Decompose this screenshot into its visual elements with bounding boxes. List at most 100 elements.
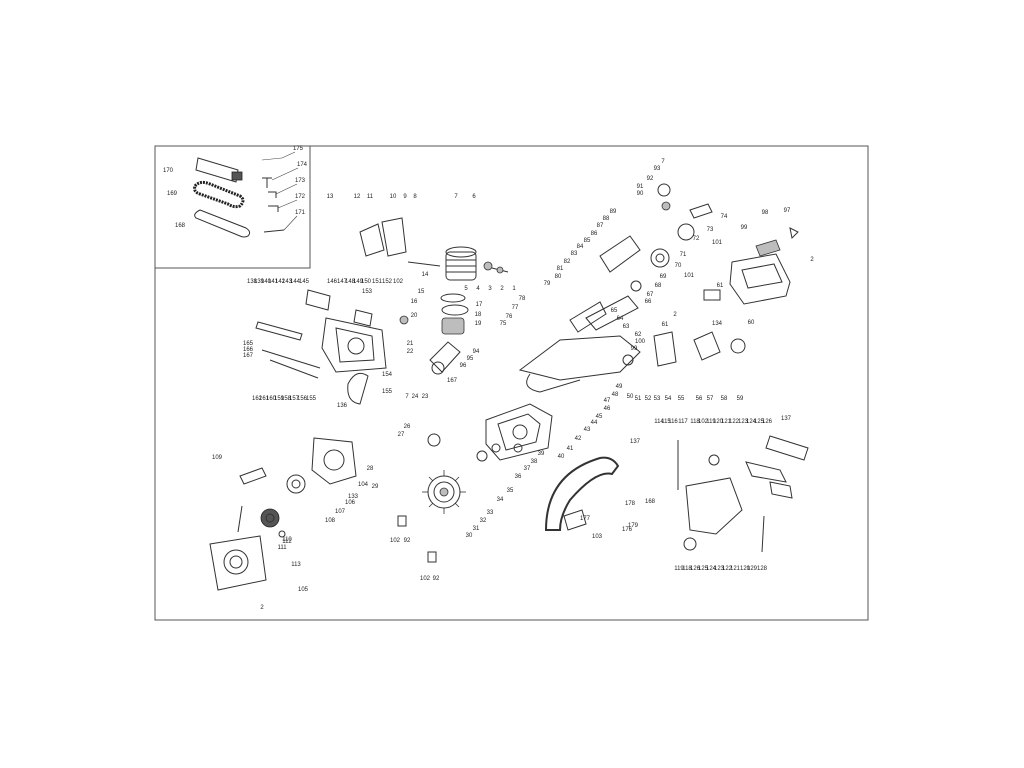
part-label: 111 bbox=[277, 545, 287, 551]
part-label: 82 bbox=[564, 259, 571, 265]
part-label: 99 bbox=[631, 346, 638, 352]
part-label: 174 bbox=[297, 162, 308, 168]
part-label: 140 bbox=[261, 279, 272, 285]
part-label: 175 bbox=[293, 146, 304, 152]
part-label: 101 bbox=[684, 273, 695, 279]
part-label: 136 bbox=[337, 403, 348, 409]
part-label: 69 bbox=[660, 274, 667, 280]
front-handle bbox=[544, 456, 620, 531]
part-label: 126 bbox=[690, 566, 701, 572]
part-label: 64 bbox=[617, 316, 624, 322]
part-label: 9 bbox=[403, 194, 407, 200]
part-label: 44 bbox=[591, 420, 598, 426]
part-label: 1 bbox=[512, 286, 516, 292]
part-label: 114 bbox=[654, 419, 664, 425]
part-label: 21 bbox=[407, 341, 414, 347]
part-label: 92 bbox=[647, 176, 654, 182]
part-label: 109 bbox=[212, 455, 223, 461]
clutch-group bbox=[397, 433, 523, 563]
part-label: 96 bbox=[460, 363, 467, 369]
fan-housing bbox=[311, 437, 357, 485]
part-label: 61 bbox=[717, 283, 724, 289]
part-label: 10 bbox=[390, 194, 397, 200]
part-label: 32 bbox=[480, 518, 487, 524]
part-label: 2 bbox=[810, 257, 814, 263]
part-label: 88 bbox=[603, 216, 610, 222]
part-label: 68 bbox=[655, 283, 662, 289]
part-label: 120 bbox=[740, 566, 751, 572]
part-label: 35 bbox=[507, 488, 514, 494]
part-label: 169 bbox=[167, 191, 178, 197]
part-label: 118 bbox=[690, 419, 700, 425]
part-label: 15 bbox=[418, 289, 425, 295]
part-label: 47 bbox=[604, 398, 611, 404]
part-label: 112 bbox=[282, 539, 292, 545]
part-label: 43 bbox=[584, 427, 591, 433]
clutch-drum bbox=[422, 470, 466, 514]
part-label: 80 bbox=[555, 274, 562, 280]
part-label: 29 bbox=[372, 484, 379, 490]
part-label: 147 bbox=[337, 279, 348, 285]
part-label: 92 bbox=[404, 538, 411, 544]
part-label: 17 bbox=[476, 302, 483, 308]
inset-accessories bbox=[193, 151, 299, 238]
part-label: 100 bbox=[635, 339, 646, 345]
part-label: 148 bbox=[345, 279, 356, 285]
part-label: 2 bbox=[260, 605, 264, 611]
part-label: 16 bbox=[411, 299, 418, 305]
part-label: 26 bbox=[404, 424, 411, 430]
part-label: 172 bbox=[295, 194, 306, 200]
part-label: 2 bbox=[673, 312, 677, 318]
part-label: 158 bbox=[281, 396, 292, 402]
part-label: 101 bbox=[712, 240, 723, 246]
part-label: 94 bbox=[473, 349, 480, 355]
part-label: 41 bbox=[567, 446, 574, 452]
part-label: 173 bbox=[295, 178, 306, 184]
part-label: 48 bbox=[612, 392, 619, 398]
part-label: 74 bbox=[721, 214, 728, 220]
cylinder bbox=[445, 246, 477, 281]
part-label: 45 bbox=[596, 414, 603, 420]
part-label: 22 bbox=[407, 349, 414, 355]
part-label: 162 bbox=[252, 396, 263, 402]
part-label: 51 bbox=[635, 396, 642, 402]
part-label: 95 bbox=[467, 356, 474, 362]
part-label: 139 bbox=[254, 279, 265, 285]
part-label: 129 bbox=[747, 566, 758, 572]
part-label: 34 bbox=[497, 497, 504, 503]
part-label: 14 bbox=[422, 272, 429, 278]
part-label: 70 bbox=[675, 263, 682, 269]
part-label: 160 bbox=[266, 396, 277, 402]
part-label: 151 bbox=[372, 279, 383, 285]
crankcase-housing bbox=[321, 317, 387, 373]
part-label: 117 bbox=[678, 419, 688, 425]
part-label: 7 bbox=[661, 159, 665, 165]
part-label: 110 bbox=[282, 537, 292, 543]
part-label: 72 bbox=[693, 236, 700, 242]
part-label: 152 bbox=[382, 279, 393, 285]
part-label: 121 bbox=[721, 419, 732, 425]
part-label: 105 bbox=[298, 587, 309, 593]
part-label: 102 bbox=[420, 576, 431, 582]
part-label: 126 bbox=[762, 419, 773, 425]
part-label: 102 bbox=[390, 538, 401, 544]
part-label: 50 bbox=[627, 394, 634, 400]
part-label: 179 bbox=[628, 523, 639, 529]
part-label: 167 bbox=[243, 353, 254, 359]
part-label: 123 bbox=[714, 566, 725, 572]
part-label: 87 bbox=[597, 223, 604, 229]
part-label: 156 bbox=[297, 396, 308, 402]
part-label: 57 bbox=[707, 396, 714, 402]
part-label: 125 bbox=[754, 419, 765, 425]
part-label: 18 bbox=[475, 312, 482, 318]
part-label: 3 bbox=[488, 286, 492, 292]
part-label: 115 bbox=[661, 419, 671, 425]
part-label: 24 bbox=[412, 394, 419, 400]
part-label: 76 bbox=[506, 314, 513, 320]
part-label: 121 bbox=[730, 566, 741, 572]
part-label: 39 bbox=[538, 451, 545, 457]
top-cover bbox=[729, 227, 799, 305]
air-filter-parts bbox=[622, 289, 746, 367]
part-label: 73 bbox=[707, 227, 714, 233]
part-label: 122 bbox=[722, 566, 733, 572]
